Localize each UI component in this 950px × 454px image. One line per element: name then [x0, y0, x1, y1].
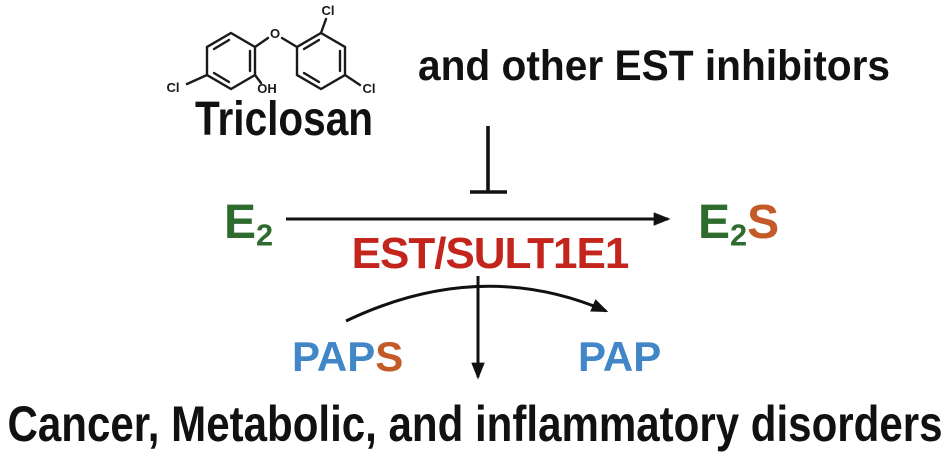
cofactor-paps: PAPS	[292, 336, 403, 378]
paps-base: PAP	[292, 333, 376, 380]
outcome-text: Cancer, Metabolic, and inflammatory diso…	[8, 396, 943, 452]
other-inhibitors-label: and other EST inhibitors	[418, 42, 890, 90]
triclosan-name-label: Triclosan	[195, 93, 373, 146]
product-subscript: 2	[730, 217, 748, 253]
hydroxyl-label: OH	[257, 81, 277, 96]
cofactor-arc-arrow	[345, 284, 609, 323]
cl-top-label: Cl	[322, 3, 335, 18]
product-sulfate-suffix: S	[747, 196, 780, 249]
inhibition-tbar	[470, 126, 507, 194]
substituent-bonds	[185, 17, 362, 87]
substrate-subscript: 2	[256, 217, 274, 253]
cofactor-pap: PAP	[578, 333, 662, 380]
ether-oxygen-label: O	[270, 26, 280, 41]
enzyme-label: EST/SULT1E1	[351, 229, 630, 278]
product-base: E	[698, 196, 731, 249]
substrate-base: E	[224, 196, 257, 249]
substrate-e2: E2	[224, 199, 273, 251]
paps-sulfate-suffix: S	[375, 333, 404, 380]
triclosan-structure: Cl OH O Cl Cl	[167, 3, 376, 96]
cl-right-label: Cl	[363, 81, 376, 96]
product-e2s: E2S	[698, 199, 779, 251]
cl-left-label: Cl	[167, 80, 180, 95]
